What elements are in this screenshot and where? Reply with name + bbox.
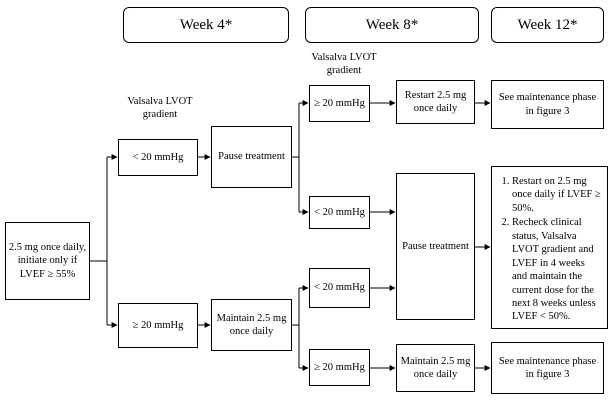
header-week12-text: Week 12* xyxy=(517,16,578,33)
maintain-dose-text-2: Maintain 2.5 mg once daily xyxy=(400,355,471,380)
w8-gradient-low-text-top: < 20 mmHg xyxy=(314,206,365,218)
header-week12: Week 12* xyxy=(491,7,604,43)
maintain-dose-box-2: Maintain 2.5 mg once daily xyxy=(396,344,475,392)
gradient-label-week4: Valsalva LVOT gradient xyxy=(127,96,193,121)
header-week4: Week 4* xyxy=(123,7,289,43)
gradient-label-week8: Valsalva LVOT gradient xyxy=(311,52,377,77)
see-maintenance-box-top: See maintenance phase in figure 3 xyxy=(491,80,604,129)
week12-instructions-box: Restart on 2.5 mg once daily if LVEF ≥ 5… xyxy=(491,166,608,329)
header-week8-text: Week 8* xyxy=(365,16,419,33)
see-maintenance-text-top: See maintenance phase in figure 3 xyxy=(498,92,597,117)
see-maintenance-text-bottom: See maintenance phase in figure 3 xyxy=(498,355,597,380)
see-maintenance-box-bottom: See maintenance phase in figure 3 xyxy=(491,342,604,394)
pause-treatment-box-1: Pause treatment xyxy=(211,126,292,188)
w8-gradient-low-text-bottom: < 20 mmHg xyxy=(314,282,365,294)
w4-gradient-low-text: < 20 mmHg xyxy=(132,151,184,163)
maintain-dose-text-1: Maintain 2.5 mg once daily xyxy=(216,312,287,337)
header-week8: Week 8* xyxy=(305,7,479,43)
w8-gradient-high-box-bottom: ≥ 20 mmHg xyxy=(309,349,370,386)
w8-gradient-low-box-bottom: < 20 mmHg xyxy=(309,268,370,308)
week12-instructions-list: Restart on 2.5 mg once daily if LVEF ≥ 5… xyxy=(498,175,601,324)
header-week4-text: Week 4* xyxy=(179,16,233,33)
week12-instruction-2: Recheck clinical status, Valsalva LVOT g… xyxy=(512,216,601,324)
w4-gradient-high-text: ≥ 20 mmHg xyxy=(132,319,184,331)
pause-treatment-text-1: Pause treatment xyxy=(218,151,285,163)
maintain-dose-box-1: Maintain 2.5 mg once daily xyxy=(211,299,292,351)
w8-gradient-low-box-top: < 20 mmHg xyxy=(309,196,370,229)
w8-gradient-high-box-top: ≥ 20 mmHg xyxy=(309,85,370,122)
week12-instruction-1: Restart on 2.5 mg once daily if LVEF ≥ 5… xyxy=(512,175,601,215)
pause-treatment-box-2: Pause treatment xyxy=(396,173,475,320)
restart-dose-box: Restart 2.5 mg once daily xyxy=(396,80,475,124)
pause-treatment-text-2: Pause treatment xyxy=(402,240,469,252)
restart-dose-text: Restart 2.5 mg once daily xyxy=(404,89,467,114)
start-dose-text: 2.5 mg once daily, initiate only if LVEF… xyxy=(8,242,87,280)
w4-gradient-low-box: < 20 mmHg xyxy=(118,139,198,176)
w8-gradient-high-text-bottom: ≥ 20 mmHg xyxy=(314,361,365,373)
w8-gradient-high-text-top: ≥ 20 mmHg xyxy=(314,97,365,109)
w4-gradient-high-box: ≥ 20 mmHg xyxy=(118,303,198,348)
start-dose-box: 2.5 mg once daily, initiate only if LVEF… xyxy=(5,222,90,300)
